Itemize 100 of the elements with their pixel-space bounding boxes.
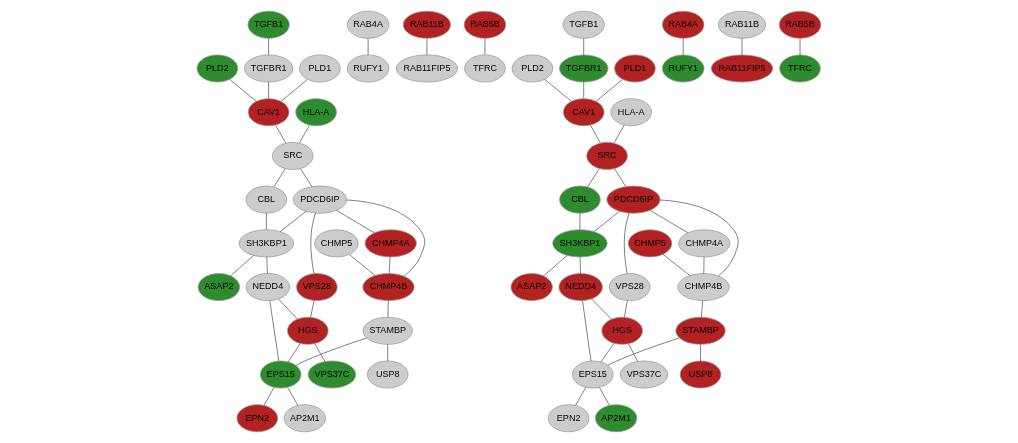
node-ellipse: EPN2 xyxy=(547,404,590,433)
node-ellipse: VPS28 xyxy=(608,273,651,302)
node-ellipse: VPS28 xyxy=(296,273,338,302)
node-ellipse: CHMP5 xyxy=(627,229,673,258)
connector xyxy=(543,255,568,277)
connector xyxy=(269,300,280,362)
node-ellipse: EPS15 xyxy=(572,360,614,389)
connector xyxy=(266,256,268,274)
node-ellipse: PLD1 xyxy=(614,54,656,83)
connector xyxy=(230,255,254,277)
connector xyxy=(623,212,630,274)
connector xyxy=(426,38,428,56)
connector xyxy=(575,387,587,406)
node-ellipse: SH3KBP1 xyxy=(238,229,294,258)
connector xyxy=(799,38,801,56)
node-ellipse: CBL xyxy=(245,185,288,214)
connector xyxy=(263,387,275,406)
node-ellipse: USP8 xyxy=(679,360,722,389)
node-ellipse: AP2M1 xyxy=(283,404,326,433)
node-ellipse: EPS15 xyxy=(259,360,302,389)
connector xyxy=(544,79,572,102)
node-ellipse: CAV1 xyxy=(562,98,605,127)
node-ellipse: PLD1 xyxy=(299,54,341,83)
node-ellipse: VPS37C xyxy=(619,360,669,389)
node-ellipse: CHMP4A xyxy=(678,229,731,258)
node-ellipse: CHMP5 xyxy=(314,229,359,258)
connector xyxy=(583,38,585,56)
node-ellipse: CHMP4B xyxy=(677,273,730,302)
node-ellipse: TFRC xyxy=(779,54,821,83)
node-ellipse: RAB4A xyxy=(662,10,705,39)
connector xyxy=(741,38,743,56)
node-ellipse: RUFY1 xyxy=(346,54,390,83)
connector xyxy=(624,300,628,318)
node-ellipse: AP2M1 xyxy=(595,404,638,433)
connector xyxy=(278,298,298,320)
node-ellipse: RAB11FIP5 xyxy=(395,54,458,83)
connector xyxy=(266,212,267,231)
connector xyxy=(275,124,287,144)
node-ellipse: SH3KBP1 xyxy=(552,229,608,258)
node-ellipse: HLA-A xyxy=(610,98,652,127)
node-ellipse: HGS xyxy=(287,316,329,345)
connector xyxy=(310,300,315,318)
connector xyxy=(614,168,627,187)
node-ellipse: PLD2 xyxy=(196,54,239,83)
connector xyxy=(314,343,326,362)
node-ellipse: RAB11B xyxy=(717,10,767,39)
connector xyxy=(599,387,610,406)
node-ellipse: RAB11FIP5 xyxy=(710,54,774,83)
connector xyxy=(628,343,638,362)
connector xyxy=(387,300,389,318)
connector xyxy=(388,256,391,274)
connector xyxy=(273,168,286,188)
node-ellipse: RAB4A xyxy=(346,10,390,39)
connector xyxy=(387,344,389,362)
connector xyxy=(367,38,369,56)
connector xyxy=(595,79,623,102)
node-ellipse: TGFB1 xyxy=(562,10,605,39)
connector xyxy=(299,124,310,144)
connector xyxy=(279,210,307,232)
node-ellipse: TGFB1 xyxy=(247,10,290,39)
node-ellipse: EPN2 xyxy=(236,404,279,433)
node-ellipse: SRC xyxy=(586,141,628,170)
node-ellipse: ASAP2 xyxy=(510,273,553,302)
node-ellipse: TGFBR1 xyxy=(244,54,294,83)
connector xyxy=(591,298,612,320)
node-ellipse: CAV1 xyxy=(247,98,290,127)
connector xyxy=(287,343,301,363)
node-ellipse: PLD2 xyxy=(511,54,554,83)
connector xyxy=(268,38,269,56)
connector xyxy=(229,79,257,102)
connector xyxy=(295,337,367,366)
node-ellipse: HLA-A xyxy=(295,98,337,127)
node-ellipse: STAMBP xyxy=(362,316,413,345)
connector xyxy=(600,342,615,363)
node-ellipse: VPS37C xyxy=(307,360,357,389)
connector xyxy=(287,387,299,406)
connector xyxy=(579,256,581,274)
node-ellipse: NEDD4 xyxy=(245,273,290,302)
connector xyxy=(346,199,426,277)
node-ellipse: HGS xyxy=(601,316,643,345)
connector xyxy=(582,300,592,362)
connector xyxy=(703,256,705,274)
node-ellipse: PDCD6IP xyxy=(606,185,661,214)
connector xyxy=(662,253,691,276)
node-ellipse: PDCD6IP xyxy=(292,185,347,214)
node-ellipse: RUFY1 xyxy=(662,54,705,83)
node-ellipse: CHMP4A xyxy=(364,229,417,258)
connector xyxy=(579,212,581,231)
connector xyxy=(649,210,689,234)
node-ellipse: ASAP2 xyxy=(197,273,240,302)
node-ellipse: TGFBR1 xyxy=(559,54,609,83)
connector xyxy=(583,81,585,99)
connector xyxy=(607,337,680,366)
node-ellipse: RAB5B xyxy=(463,10,507,39)
connector xyxy=(280,79,308,102)
node-ellipse: NEDD4 xyxy=(558,273,603,302)
node-ellipse: USP8 xyxy=(367,360,409,389)
node-ellipse: TFRC xyxy=(464,54,506,83)
connector xyxy=(300,168,313,187)
connector xyxy=(700,344,701,362)
